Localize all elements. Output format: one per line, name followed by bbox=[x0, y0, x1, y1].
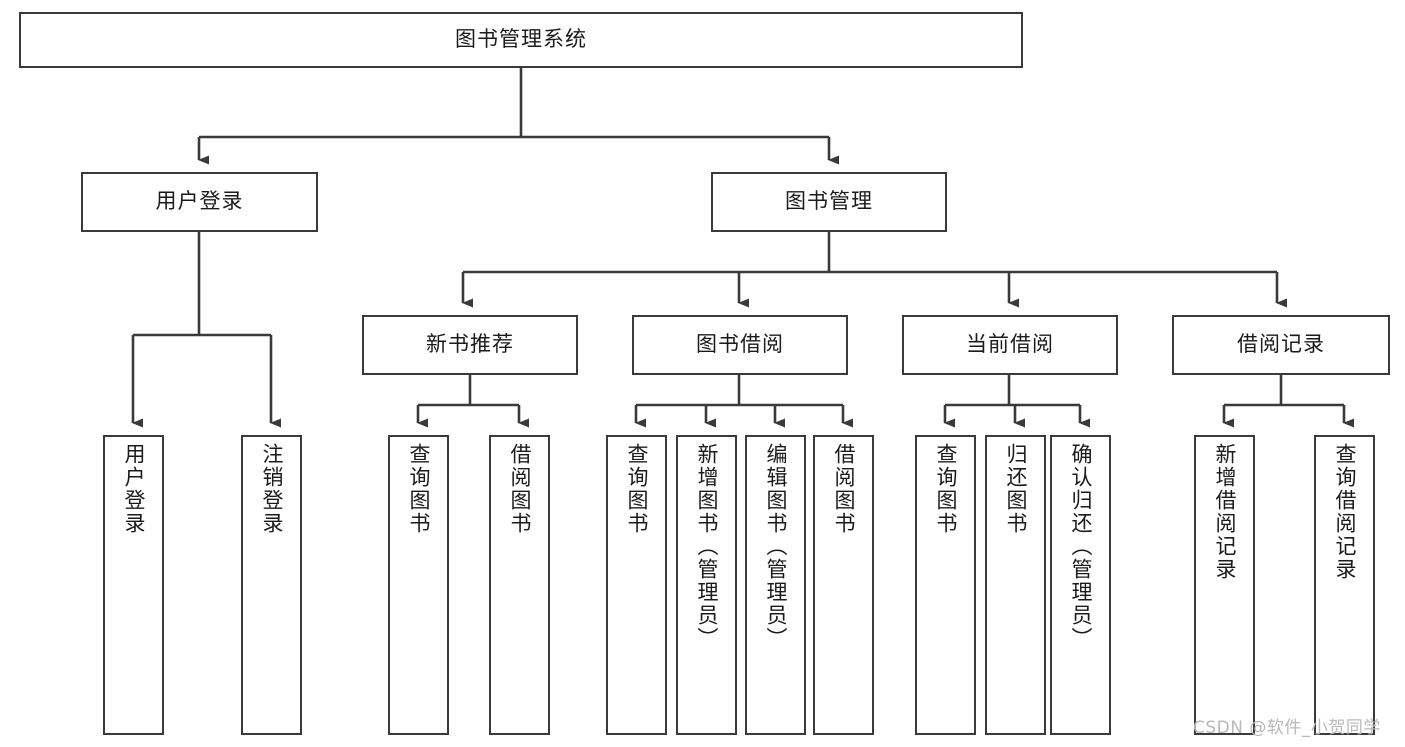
leaf-label: 确认归还（管理员） bbox=[1068, 443, 1093, 650]
leaf-borrow-record-1[interactable]: 查询借阅记录 bbox=[1314, 435, 1375, 735]
node-book-borrow[interactable]: 图书借阅 bbox=[632, 315, 848, 375]
leaf-label: 借阅图书 bbox=[507, 443, 532, 535]
node-current-borrow-label: 当前借阅 bbox=[966, 332, 1054, 357]
leaf-user-login-0[interactable]: 用户登录 bbox=[103, 435, 164, 735]
leaf-label: 编辑图书（管理员） bbox=[763, 443, 788, 650]
node-new-book-recommend[interactable]: 新书推荐 bbox=[362, 315, 578, 375]
node-new-book-recommend-label: 新书推荐 bbox=[426, 332, 514, 357]
node-borrow-record-label: 借阅记录 bbox=[1237, 332, 1325, 357]
leaf-borrow-record-0[interactable]: 新增借阅记录 bbox=[1194, 435, 1255, 735]
leaf-current-borrow-1[interactable]: 归还图书 bbox=[985, 435, 1046, 735]
leaf-book-borrow-0[interactable]: 查询图书 bbox=[606, 435, 667, 735]
node-borrow-record[interactable]: 借阅记录 bbox=[1172, 315, 1390, 375]
leaf-current-borrow-0[interactable]: 查询图书 bbox=[915, 435, 976, 735]
node-user-login[interactable]: 用户登录 bbox=[81, 172, 318, 232]
leaf-label: 查询图书 bbox=[933, 443, 958, 535]
leaf-book-borrow-2[interactable]: 编辑图书（管理员） bbox=[745, 435, 806, 735]
leaf-label: 归还图书 bbox=[1003, 443, 1028, 535]
leaf-label: 借阅图书 bbox=[831, 443, 856, 535]
leaf-current-borrow-2[interactable]: 确认归还（管理员） bbox=[1050, 435, 1111, 735]
leaf-label: 新增图书（管理员） bbox=[694, 443, 719, 650]
leaf-label: 新增借阅记录 bbox=[1212, 443, 1237, 581]
leaf-new-book-recommend-0[interactable]: 查询图书 bbox=[388, 435, 449, 735]
csdn-watermark: CSDN @软件_小贺同学 bbox=[1193, 718, 1381, 738]
node-current-borrow[interactable]: 当前借阅 bbox=[902, 315, 1118, 375]
node-root-system[interactable]: 图书管理系统 bbox=[19, 12, 1023, 68]
leaf-label: 查询图书 bbox=[406, 443, 431, 535]
leaf-new-book-recommend-1[interactable]: 借阅图书 bbox=[489, 435, 550, 735]
leaf-book-borrow-3[interactable]: 借阅图书 bbox=[813, 435, 874, 735]
node-user-login-label: 用户登录 bbox=[155, 189, 244, 214]
node-book-management-label: 图书管理 bbox=[785, 189, 873, 214]
leaf-label: 用户登录 bbox=[121, 443, 146, 535]
leaf-label: 查询借阅记录 bbox=[1332, 443, 1357, 581]
node-root-system-label: 图书管理系统 bbox=[455, 27, 587, 52]
leaf-label: 注销登录 bbox=[259, 443, 284, 535]
leaf-user-login-1[interactable]: 注销登录 bbox=[241, 435, 302, 735]
leaf-label: 查询图书 bbox=[624, 443, 649, 535]
leaf-book-borrow-1[interactable]: 新增图书（管理员） bbox=[676, 435, 737, 735]
node-book-borrow-label: 图书借阅 bbox=[696, 332, 784, 357]
node-book-management[interactable]: 图书管理 bbox=[711, 172, 947, 232]
